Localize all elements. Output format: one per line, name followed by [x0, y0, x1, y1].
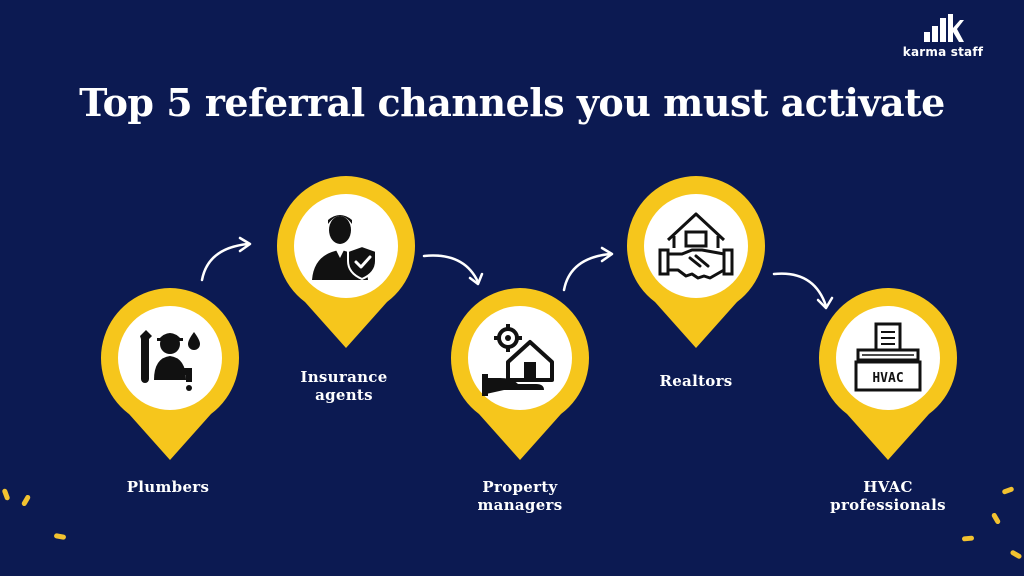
realtor-handshake-icon [658, 212, 734, 280]
pin-realtors [626, 176, 766, 348]
brand-name: karma staff [902, 45, 984, 59]
label-property-managers: Property managers [477, 478, 563, 514]
hvac-icon: HVAC [854, 322, 922, 392]
pin-insurance-agents [276, 176, 416, 348]
plumber-icon [140, 330, 200, 391]
label-hvac-professionals: HVAC professionals [830, 478, 946, 514]
insurance-agent-icon [312, 215, 377, 281]
curved-arrow-icon [772, 272, 834, 310]
confetti-decoration [961, 535, 975, 542]
map-pin-icon [818, 288, 958, 460]
curved-arrow-icon [200, 236, 252, 282]
bar-chart-logo-icon [924, 14, 964, 42]
confetti-decoration [1001, 486, 1015, 495]
label-insurance-agents: Insurance agents [300, 368, 388, 404]
confetti-decoration [1009, 549, 1023, 560]
pin-plumbers [100, 288, 240, 460]
hvac-icon-text: HVAC [872, 371, 903, 386]
curved-arrow-icon [422, 254, 484, 286]
pin-property-managers [450, 288, 590, 460]
confetti-decoration [53, 532, 67, 541]
confetti-decoration [1, 488, 11, 501]
label-realtors: Realtors [659, 372, 733, 390]
curved-arrow-icon [562, 246, 614, 292]
page-title: Top 5 referral channels you must activat… [79, 80, 945, 125]
pin-hvac-professionals: HVAC [818, 288, 958, 460]
confetti-decoration [20, 494, 32, 507]
brand-logo: karma staff [898, 14, 988, 64]
confetti-decoration [990, 512, 1002, 525]
label-plumbers: Plumbers [126, 478, 210, 496]
property-manager-icon [482, 324, 554, 396]
